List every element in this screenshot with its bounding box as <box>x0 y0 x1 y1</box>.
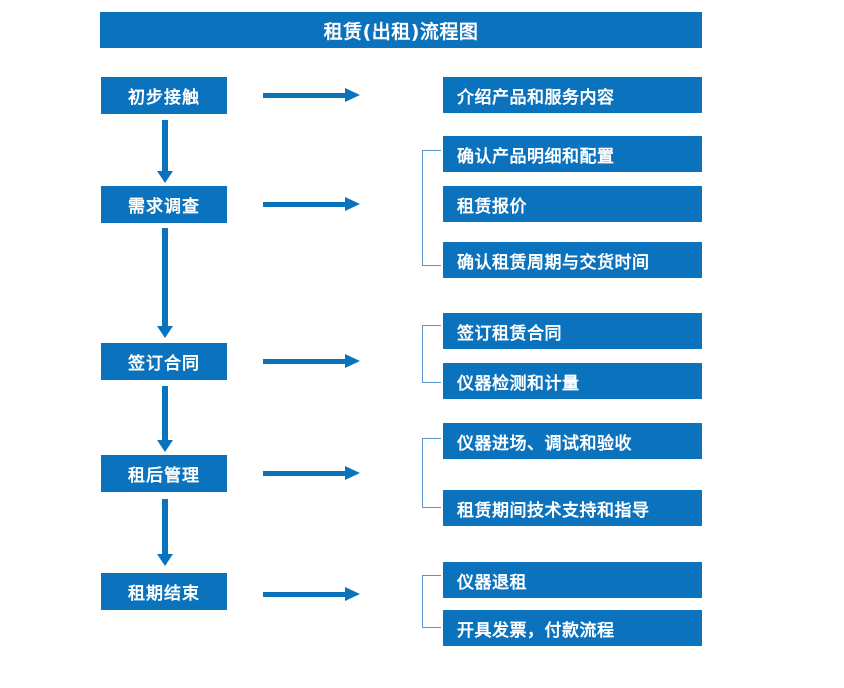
arrow-shaft <box>263 471 347 476</box>
stage-box-post-rental-management[interactable]: 租后管理 <box>101 455 227 492</box>
arrow-shaft <box>162 228 168 326</box>
detail-box-confirm-rental-period[interactable]: 确认租赁周期与交货时间 <box>443 242 702 278</box>
detail-label: 仪器进场、调试和验收 <box>457 433 632 454</box>
right-arrow-icon-5 <box>263 587 360 601</box>
detail-box-technical-support[interactable]: 租赁期间技术支持和指导 <box>443 490 702 526</box>
detail-label: 确认产品明细和配置 <box>457 146 615 167</box>
stage-box-initial-contact[interactable]: 初步接触 <box>101 77 227 114</box>
arrow-shaft <box>162 499 168 554</box>
stage-label: 初步接触 <box>128 88 200 108</box>
page-title: 租赁(出租)流程图 <box>100 12 702 48</box>
detail-box-sign-rental-contract[interactable]: 签订租赁合同 <box>443 313 702 349</box>
arrow-head <box>157 440 173 452</box>
detail-label: 介绍产品和服务内容 <box>457 87 615 108</box>
detail-box-invoice-payment[interactable]: 开具发票，付款流程 <box>443 610 702 646</box>
detail-box-rental-quotation[interactable]: 租赁报价 <box>443 186 702 222</box>
stage-label: 租期结束 <box>128 584 200 604</box>
detail-box-confirm-product-details[interactable]: 确认产品明细和配置 <box>443 136 702 172</box>
stage-label: 租后管理 <box>128 466 200 486</box>
group-bracket-requirement-survey <box>422 150 441 266</box>
down-arrow-icon-1 <box>155 120 175 183</box>
arrow-shaft <box>263 592 347 597</box>
arrow-shaft <box>162 386 168 440</box>
right-arrow-icon-2 <box>263 197 360 211</box>
detail-label: 租赁报价 <box>457 196 527 217</box>
detail-label: 确认租赁周期与交货时间 <box>457 252 650 273</box>
down-arrow-icon-4 <box>155 499 175 566</box>
stage-label: 需求调查 <box>128 197 200 217</box>
detail-box-introduce-products[interactable]: 介绍产品和服务内容 <box>443 77 702 113</box>
right-arrow-icon-4 <box>263 466 360 480</box>
group-bracket-post-rental-management <box>422 438 441 508</box>
down-arrow-icon-3 <box>155 386 175 452</box>
arrow-head <box>345 88 360 102</box>
arrow-head <box>345 354 360 368</box>
stage-box-requirement-survey[interactable]: 需求调查 <box>101 186 227 223</box>
group-bracket-sign-contract <box>422 325 441 383</box>
detail-box-instrument-return[interactable]: 仪器退租 <box>443 562 702 598</box>
arrow-head <box>345 587 360 601</box>
detail-label: 租赁期间技术支持和指导 <box>457 500 650 521</box>
group-bracket-rental-end <box>422 575 441 628</box>
right-arrow-icon-3 <box>263 354 360 368</box>
arrow-shaft <box>263 93 347 98</box>
arrow-shaft <box>162 120 168 171</box>
detail-label: 开具发票，付款流程 <box>457 620 615 641</box>
down-arrow-icon-2 <box>155 228 175 338</box>
arrow-head <box>345 466 360 480</box>
stage-box-rental-end[interactable]: 租期结束 <box>101 573 227 610</box>
arrow-shaft <box>263 202 347 207</box>
detail-label: 签订租赁合同 <box>457 323 562 344</box>
detail-label: 仪器退租 <box>457 572 527 593</box>
detail-label: 仪器检测和计量 <box>457 373 580 394</box>
arrow-head <box>157 171 173 183</box>
detail-box-instrument-inspection[interactable]: 仪器检测和计量 <box>443 363 702 399</box>
stage-label: 签订合同 <box>128 354 200 374</box>
stage-box-sign-contract[interactable]: 签订合同 <box>101 343 227 380</box>
arrow-shaft <box>263 359 347 364</box>
arrow-head <box>157 326 173 338</box>
right-arrow-icon-1 <box>263 88 360 102</box>
detail-box-instrument-installation[interactable]: 仪器进场、调试和验收 <box>443 423 702 459</box>
arrow-head <box>157 554 173 566</box>
arrow-head <box>345 197 360 211</box>
